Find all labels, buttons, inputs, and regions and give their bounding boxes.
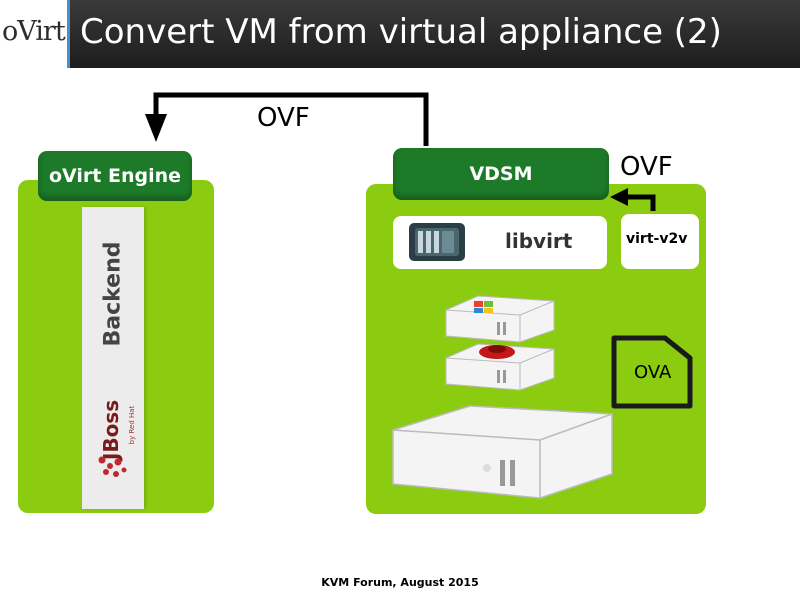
title-bar: oVirt Convert VM from virtual appliance … [0,0,800,68]
backend-column [82,207,144,509]
jboss-logo: JBoss [99,399,123,461]
virt-v2v-box [621,214,699,269]
ovirt-logo: oVirt [0,0,70,68]
engine-label: oVirt Engine [38,151,192,201]
backend-label: Backend [100,241,126,347]
libvirt-label: libvirt [505,229,573,253]
jboss-tagline: by Red Hat [128,405,136,445]
footer-text: KVM Forum, August 2015 [321,576,479,589]
ovf-arrow-top-head [145,114,167,142]
slide-title: Convert VM from virtual appliance (2) [80,12,722,52]
libvirt-box [393,216,607,269]
virt-v2v-label: virt-v2v [626,231,688,247]
ovirt-logo-text: oVirt [2,16,66,47]
ovf-label-right: OVF [620,152,673,182]
vdsm-label: VDSM [393,148,609,200]
ovf-label-top: OVF [257,103,310,133]
ova-label: OVA [634,362,672,383]
